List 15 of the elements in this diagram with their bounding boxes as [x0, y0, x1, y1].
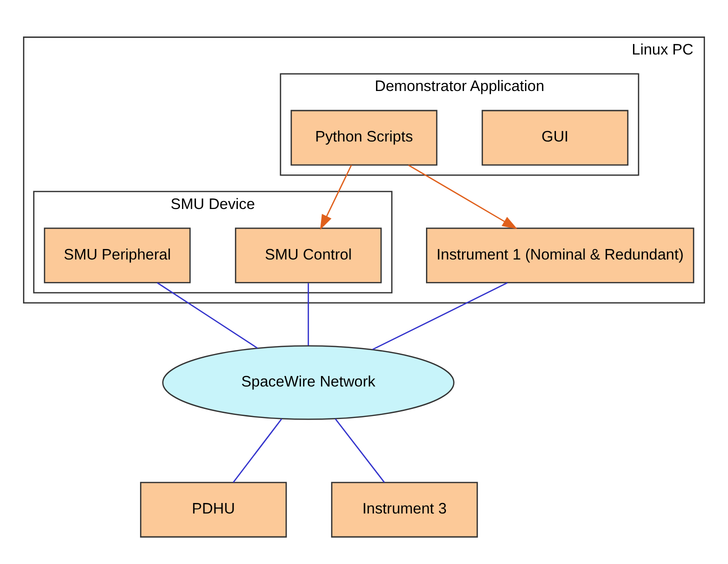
node-box: GUI: [482, 110, 628, 166]
connector: [308, 283, 309, 346]
node-box: SMU Control: [234, 228, 382, 284]
node-box: Python Scripts: [290, 110, 438, 166]
connector: [156, 282, 258, 349]
connector: [372, 282, 508, 350]
node-box: PDHU: [140, 482, 287, 538]
connector: [232, 418, 282, 483]
node-box: SMU Peripheral: [44, 228, 191, 284]
node-box: Instrument 3: [331, 482, 478, 538]
arrow: [408, 164, 518, 230]
node-ellipse: SpaceWire Network: [162, 345, 454, 420]
connector: [334, 418, 385, 483]
arrow: [320, 164, 352, 230]
node-box: Instrument 1 (Nominal & Redundant): [426, 228, 694, 284]
